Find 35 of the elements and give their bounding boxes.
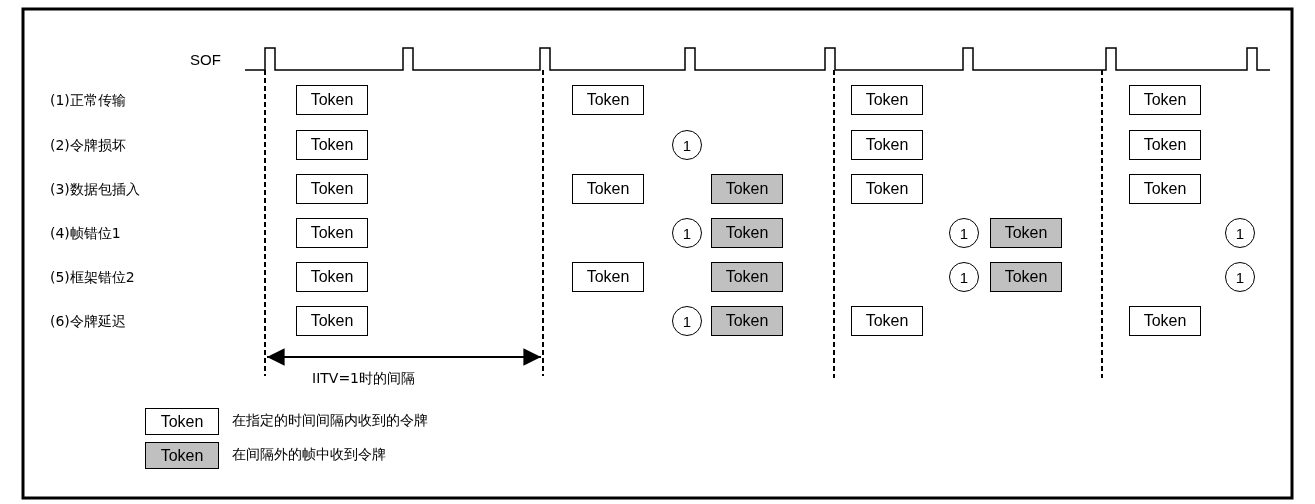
row-label: (1)正常传输 [50,92,126,110]
token-box: Token [851,306,923,336]
row-label: (5)框架错位2 [50,269,135,287]
late-token-box: Token [711,174,783,204]
token-box: Token [851,130,923,160]
token-box: Token [572,174,644,204]
row-label: (3)数据包插入 [50,181,140,199]
row-label: (6)令牌延迟 [50,313,126,331]
token-box: Token [1129,130,1201,160]
token-box: Token [1129,85,1201,115]
legend-label: 在指定的时间间隔内收到的令牌 [232,412,428,430]
token-box: Token [296,306,368,336]
row-label: (4)帧错位1 [50,225,121,243]
legend-swatch: Token [145,408,219,435]
row-label: (2)令牌损坏 [50,137,126,155]
legend-label: 在间隔外的帧中收到令牌 [232,446,386,464]
token-box: Token [296,218,368,248]
token-box: Token [851,85,923,115]
late-token-box: Token [990,218,1062,248]
token-box: Token [851,174,923,204]
token-box: Token [296,174,368,204]
signal-name: SOF [190,51,221,68]
late-token-box: Token [711,306,783,336]
late-token-box: Token [711,218,783,248]
token-box: Token [572,262,644,292]
legend-swatch: Token [145,442,219,469]
dimension-label: IITV=1时的间隔 [312,370,416,388]
token-box: Token [296,262,368,292]
token-box: Token [572,85,644,115]
token-box: Token [1129,306,1201,336]
late-token-box: Token [711,262,783,292]
token-box: Token [296,85,368,115]
token-box: Token [1129,174,1201,204]
late-token-box: Token [990,262,1062,292]
token-box: Token [296,130,368,160]
